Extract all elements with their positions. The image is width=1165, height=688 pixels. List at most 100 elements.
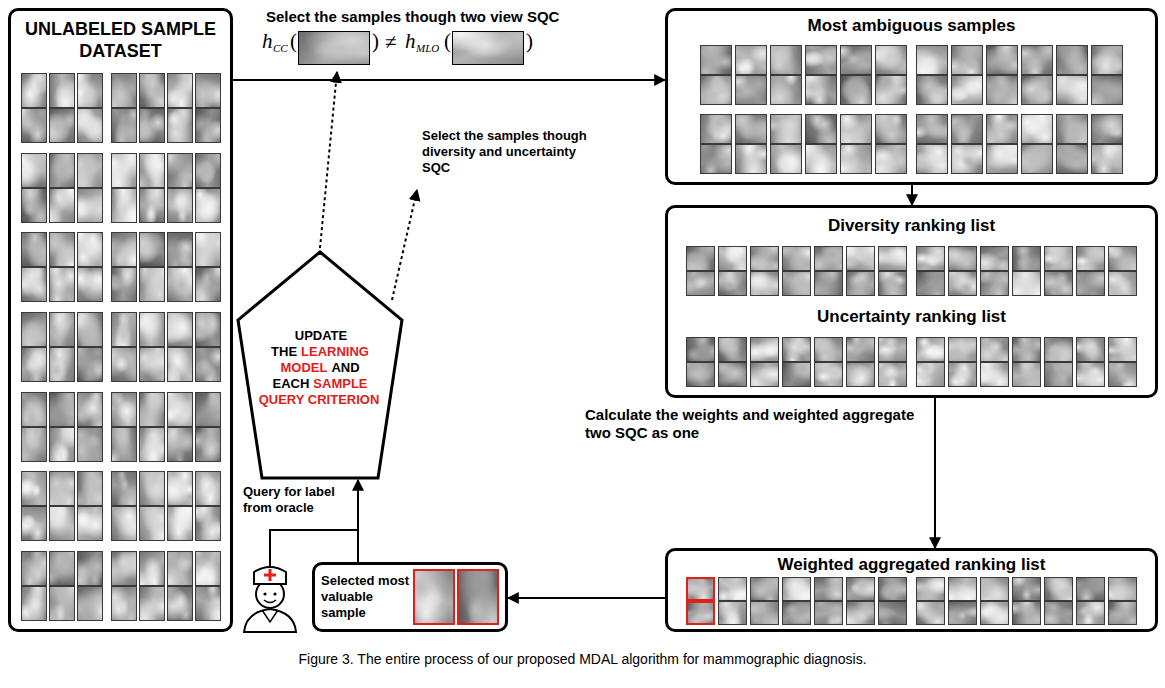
mammogram-patch xyxy=(1012,246,1041,271)
patch-pair xyxy=(49,471,75,541)
mammogram-patch xyxy=(111,586,137,621)
patch-pair xyxy=(814,577,843,625)
patch-pair xyxy=(77,153,103,223)
list-title: Diversity ranking list xyxy=(828,216,995,236)
mammogram-patch xyxy=(139,232,165,267)
patch-pair xyxy=(948,577,977,625)
patch-pair xyxy=(700,114,732,174)
mammogram-patch xyxy=(413,569,455,625)
mammogram-patch xyxy=(840,75,872,105)
mammogram-patch xyxy=(195,73,221,108)
patch-grid xyxy=(17,68,224,626)
mammogram-patch xyxy=(805,45,837,75)
patch-pair xyxy=(1108,337,1137,387)
patch-row xyxy=(674,114,1149,174)
patch-pair xyxy=(1012,577,1041,625)
text-label: ( xyxy=(444,29,451,53)
mammogram-patch xyxy=(111,427,137,462)
mammogram-patch xyxy=(1108,246,1137,271)
mammogram-patch xyxy=(718,246,747,271)
mammogram-patch xyxy=(111,108,137,143)
mammogram-patch xyxy=(1091,75,1123,105)
patch-row xyxy=(674,45,1149,105)
mammogram-patch xyxy=(770,45,802,75)
mammogram-patch xyxy=(195,267,221,302)
patch-row xyxy=(17,471,224,541)
mammogram-patch xyxy=(916,246,945,271)
patch-pair xyxy=(77,312,103,382)
mammogram-patch xyxy=(21,312,47,347)
mammogram-patch xyxy=(735,114,767,144)
mammogram-patch xyxy=(1108,601,1137,625)
mammogram-patch xyxy=(686,337,715,362)
patch-pair xyxy=(111,392,137,462)
mammogram-patch xyxy=(195,392,221,427)
mammogram-patch xyxy=(167,427,193,462)
patch-pair xyxy=(111,73,137,143)
mammogram-patch xyxy=(840,45,872,75)
mammogram-patch xyxy=(1021,75,1053,105)
patch-pair xyxy=(77,73,103,143)
patch-pair xyxy=(167,312,193,382)
mammogram-patch xyxy=(878,601,907,625)
patch-pair xyxy=(1056,114,1088,174)
patch-pair xyxy=(1012,246,1041,296)
text-label: Select the samples though diversity and … xyxy=(422,128,587,176)
mammogram-patch xyxy=(805,114,837,144)
mammogram-patch xyxy=(686,362,715,387)
patch-pair xyxy=(21,232,47,302)
mammogram-patch xyxy=(1091,45,1123,75)
mammogram-patch xyxy=(951,144,983,174)
text-label: MLO xyxy=(416,42,439,55)
patch-pair xyxy=(840,45,872,105)
mammogram-patch xyxy=(111,188,137,223)
patch-pair xyxy=(878,246,907,296)
patch-row xyxy=(686,246,1137,296)
patch-pair xyxy=(49,153,75,223)
mammogram-patch xyxy=(1044,577,1073,601)
patch-pair xyxy=(948,246,977,296)
mammogram-patch xyxy=(916,577,945,601)
patch-pair xyxy=(21,471,47,541)
dotted-pointer xyxy=(392,190,417,300)
text-label: ) xyxy=(372,29,379,53)
patch-pair xyxy=(1076,246,1105,296)
mammogram-patch xyxy=(750,246,779,271)
patch-row xyxy=(17,73,224,143)
patch-pair xyxy=(111,551,137,621)
patch-pair xyxy=(750,577,779,625)
patch-pair xyxy=(21,551,47,621)
patch-pair xyxy=(814,246,843,296)
patch-row xyxy=(17,312,224,382)
patch-pair xyxy=(916,337,945,387)
patch-pair xyxy=(875,114,907,174)
patch-pair xyxy=(986,114,1018,174)
mammogram-patch xyxy=(49,586,75,621)
stage-box: Weighted aggregated ranking list xyxy=(665,548,1158,632)
patch-pair xyxy=(846,577,875,625)
stage-box: UNLABELED SAMPLE DATASET xyxy=(8,8,233,632)
mammogram-patch xyxy=(77,471,103,506)
patch-pair xyxy=(77,471,103,541)
mammogram-patch xyxy=(948,271,977,296)
mammogram-patch xyxy=(21,427,47,462)
flow-arrow xyxy=(934,398,936,548)
patch-pair xyxy=(1044,246,1073,296)
mammogram-patch xyxy=(846,577,875,601)
mammogram-patch xyxy=(111,471,137,506)
patch-pair xyxy=(1021,45,1053,105)
mammogram-patch xyxy=(21,551,47,586)
patch-pair xyxy=(686,246,715,296)
mammogram-patch xyxy=(77,586,103,621)
mammogram-patch xyxy=(750,601,779,625)
patch-pair xyxy=(782,246,811,296)
mammogram-patch xyxy=(195,551,221,586)
pentagon-text: UPDATE THELEARNING MODELAND EACHSAMPLE Q… xyxy=(258,328,382,408)
mammogram-patch xyxy=(782,577,811,601)
mammogram-patch xyxy=(49,427,75,462)
patch-pair xyxy=(21,312,47,382)
mammogram-patch xyxy=(1021,144,1053,174)
mammogram-patch xyxy=(980,601,1009,625)
mammogram-patch xyxy=(846,246,875,271)
mammogram-patch xyxy=(948,337,977,362)
